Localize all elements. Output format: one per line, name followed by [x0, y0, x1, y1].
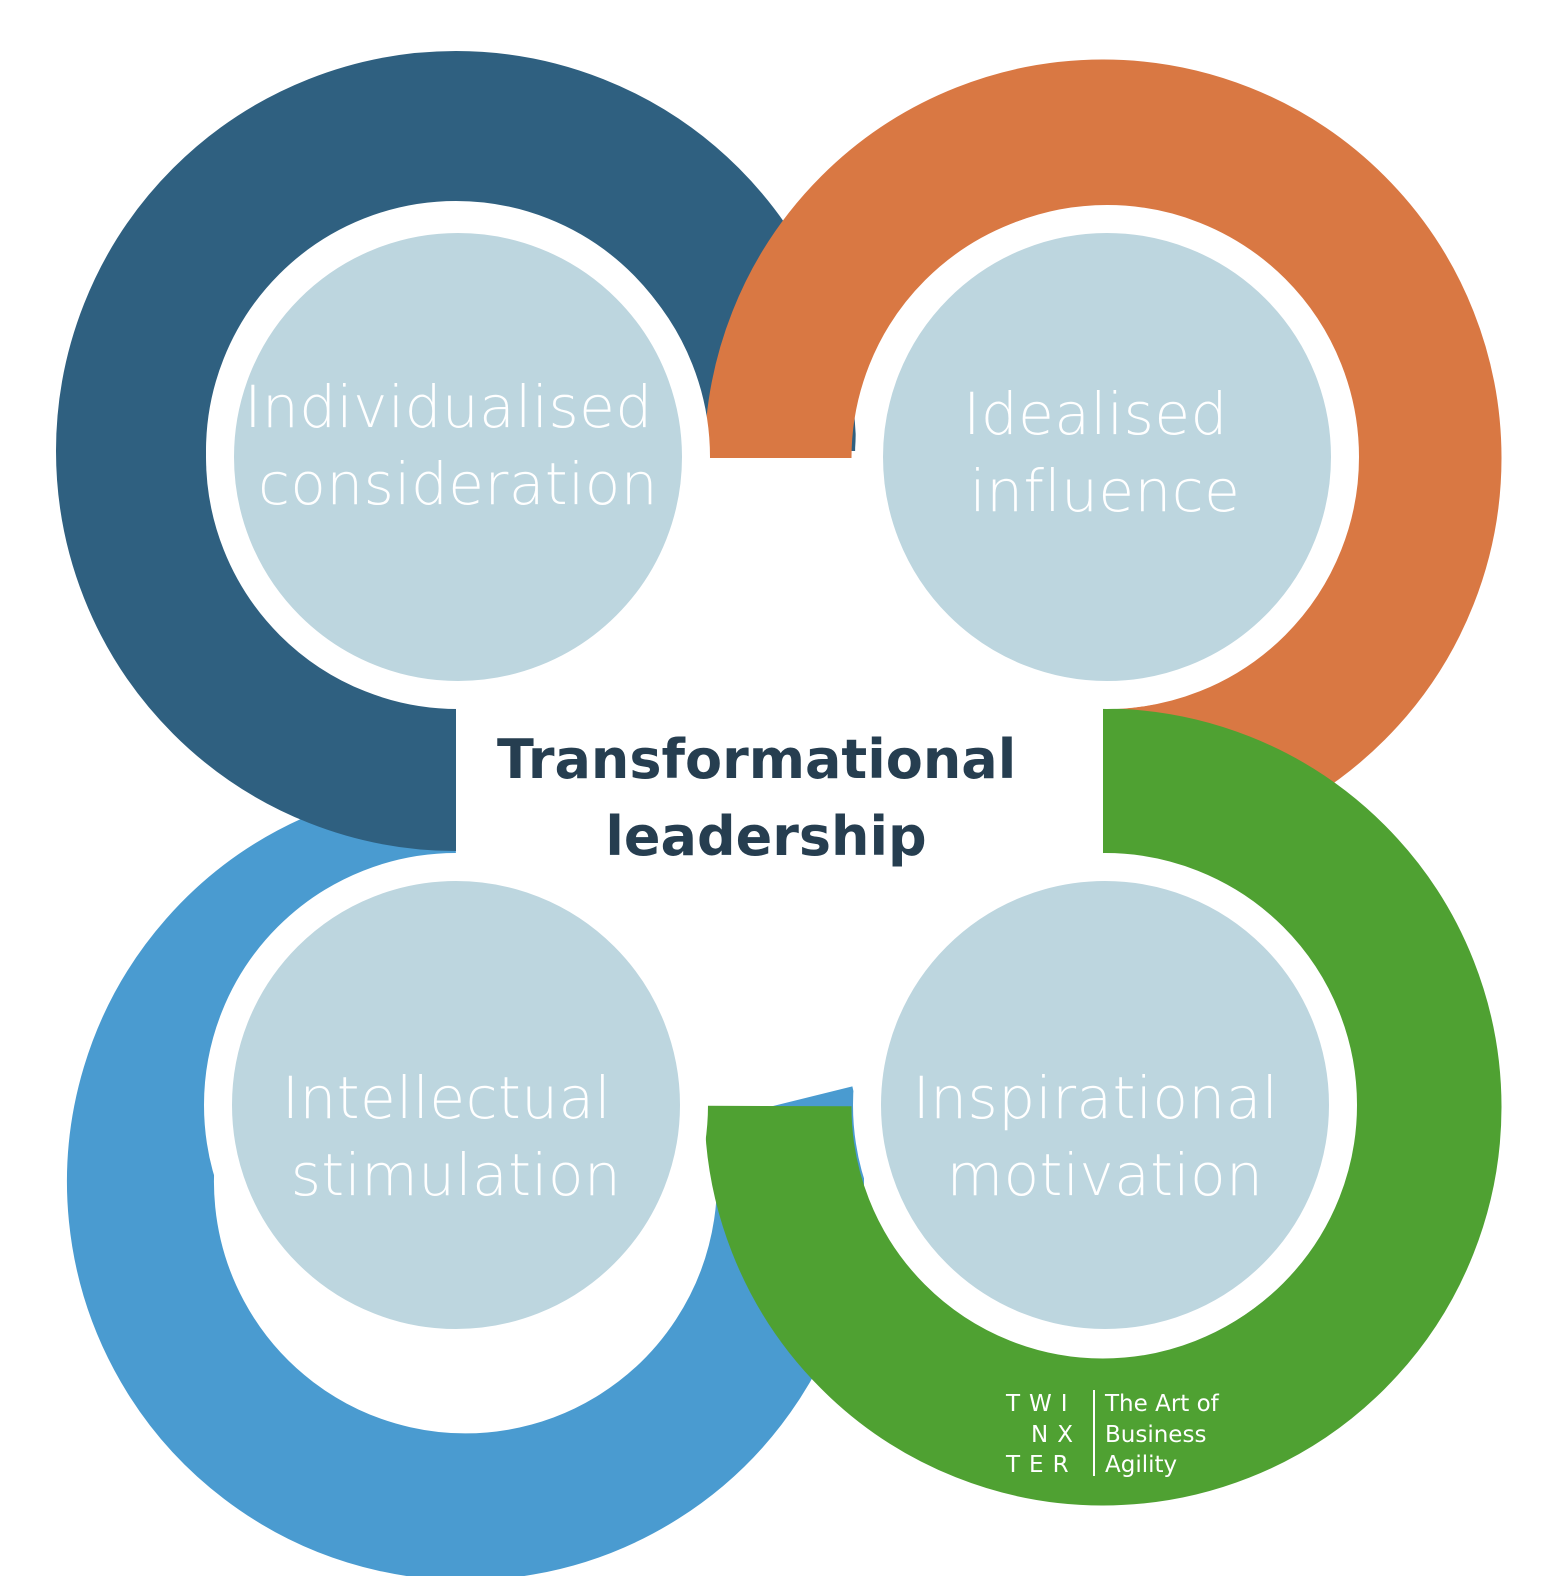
inner-circle-idealised-influence: [855, 205, 1359, 709]
inner-circle-intellectual-stimulation: [204, 853, 708, 1357]
logo-tagline-line3: Agility: [1105, 1452, 1177, 1478]
ring-inspirational-motivation: [704, 708, 1502, 1506]
logo-letters-row1: TWI: [1005, 1391, 1077, 1417]
inner-circle-individualised-consideration: [206, 205, 710, 709]
logo-letters-row3: TER: [1005, 1452, 1078, 1478]
label-intellectual-stimulation: Intellectual stimulation: [282, 1064, 630, 1209]
inner-circle-inspirational-motivation: [853, 853, 1357, 1357]
ring-idealised-influence: [704, 59, 1502, 857]
ring-individualised-consideration: [56, 51, 856, 851]
twinxter-logo: TWI NX TER The Art of Business Agility: [1005, 1390, 1220, 1478]
label-individualised-consideration: Individualised consideration: [244, 373, 671, 518]
logo-tagline-line2: Business: [1105, 1422, 1206, 1448]
ring-intellectual-stimulation: [67, 783, 864, 1576]
label-inspirational-motivation: Inspirational motivation: [913, 1064, 1298, 1209]
logo-letters-row2: NX: [1031, 1422, 1082, 1448]
label-idealised-influence: Idealised influence: [963, 380, 1247, 525]
center-title: Transformational leadership: [497, 728, 1035, 868]
logo-tagline-line1: The Art of: [1104, 1391, 1220, 1417]
